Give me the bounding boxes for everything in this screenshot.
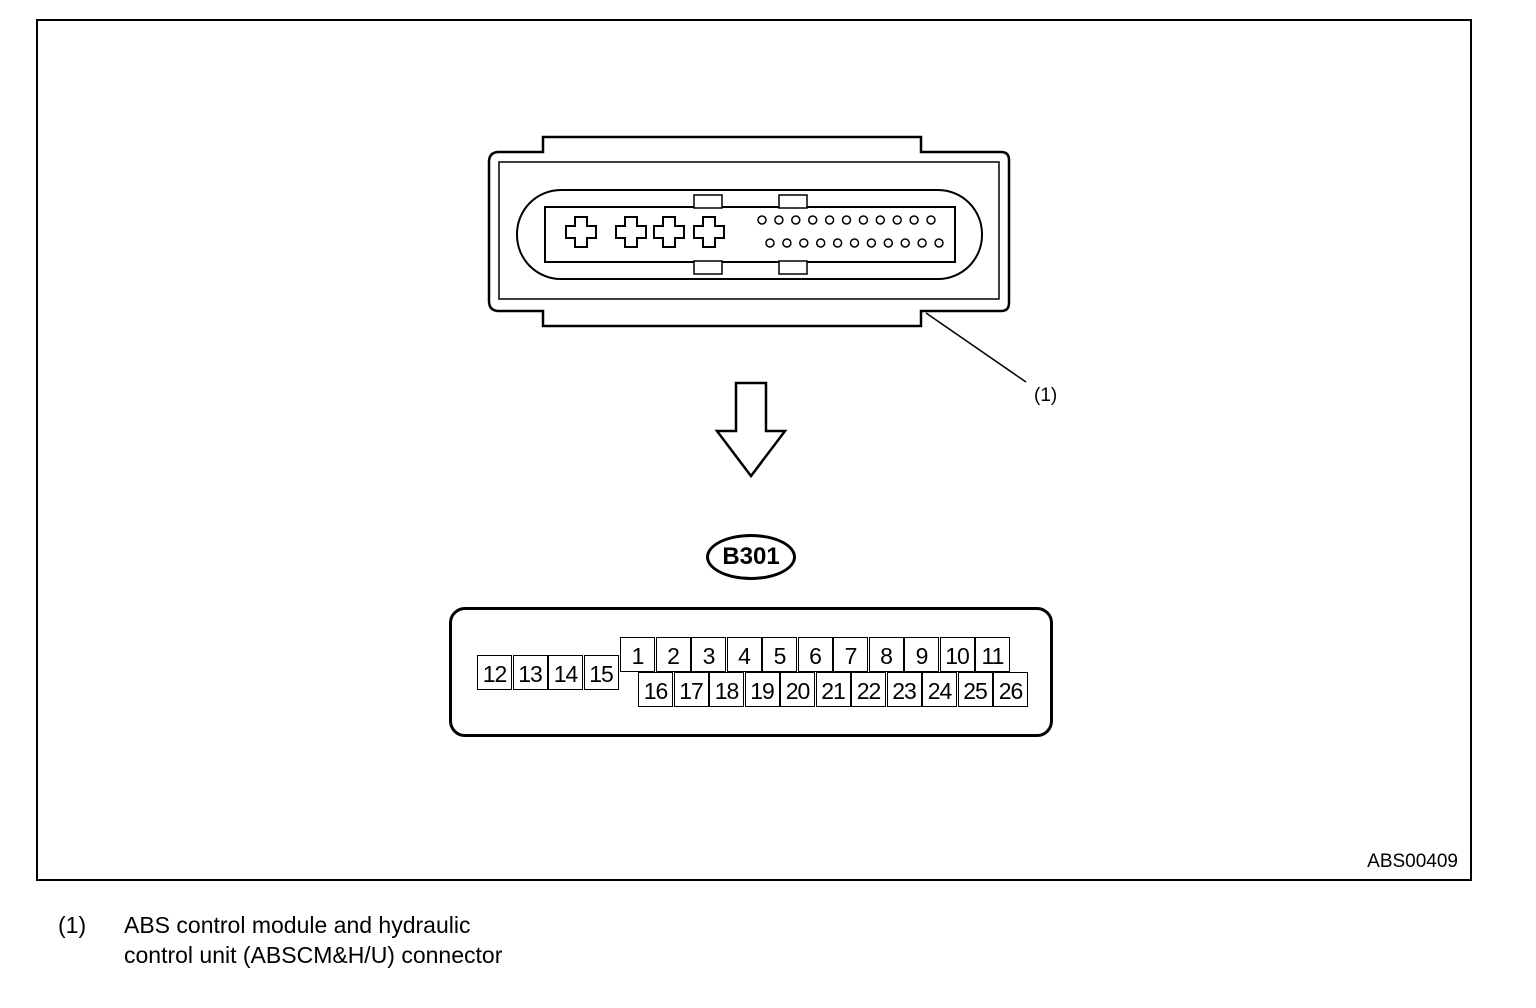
signal-pin	[858, 215, 869, 225]
latch-tab	[778, 194, 808, 209]
signal-pin	[832, 238, 843, 248]
connector-illustration	[487, 135, 1027, 479]
pin-cell: 22	[851, 672, 886, 707]
connector-pin-field	[544, 206, 956, 263]
signal-pin	[824, 215, 835, 225]
pin-cell: 11	[975, 637, 1010, 672]
signal-pin	[875, 215, 886, 225]
pin-cell: 10	[939, 637, 975, 672]
signal-pin	[917, 238, 927, 248]
signal-pin	[765, 238, 775, 248]
signal-pin	[934, 238, 944, 248]
connector-housing	[487, 135, 1011, 328]
pin-cell: 13	[512, 655, 548, 690]
signal-pin	[799, 238, 809, 248]
latch-tab	[693, 194, 723, 209]
latch-tab	[778, 260, 808, 275]
pin-cell: 20	[780, 672, 815, 707]
latch-tab	[693, 260, 723, 275]
pin-cell: 23	[886, 672, 922, 707]
signal-pin	[909, 215, 919, 225]
pin-cell: 18	[709, 672, 744, 707]
signal-pin	[841, 215, 852, 225]
power-terminal	[653, 216, 685, 248]
signal-pin	[815, 238, 826, 248]
view-direction-arrow	[714, 381, 788, 479]
signal-pin	[782, 238, 792, 248]
signal-pin	[892, 215, 902, 225]
pin-cell: 15	[583, 655, 619, 690]
signal-pin	[926, 215, 936, 225]
pin-cell: 7	[833, 637, 868, 672]
power-terminal	[693, 216, 725, 248]
pin-cell: 16	[638, 672, 673, 707]
figure-id: ABS00409	[1367, 851, 1458, 872]
power-terminal	[615, 216, 647, 248]
signal-pin	[883, 238, 894, 248]
pin-cell: 8	[868, 637, 904, 672]
signal-pin	[900, 238, 910, 248]
pin-cell: 19	[744, 672, 780, 707]
signal-pin	[807, 215, 818, 225]
pin-cell: 25	[957, 672, 993, 707]
signal-pin	[866, 238, 877, 248]
pin-cell: 21	[815, 672, 851, 707]
connector-inner-frame	[498, 161, 1000, 300]
pin-cell: 24	[922, 672, 957, 707]
callout-label: (1)	[1034, 385, 1058, 406]
connector-code-badge: B301	[706, 534, 796, 580]
pin-cell: 14	[548, 655, 583, 690]
pin-cell: 12	[477, 655, 512, 690]
pin-cell: 5	[762, 637, 797, 672]
callout-leader-line	[925, 312, 1027, 383]
connector-mating-face	[516, 189, 983, 280]
power-terminal	[565, 216, 597, 248]
signal-pin	[774, 215, 784, 225]
pin-cell: 4	[726, 637, 762, 672]
legend-description: ABS control module and hydraulic control…	[124, 912, 503, 968]
pin-cell: 26	[993, 672, 1028, 707]
signal-pin	[791, 215, 801, 225]
pin-cell: 9	[904, 637, 939, 672]
pin-cell: 17	[673, 672, 709, 707]
pin-cell: 3	[691, 637, 726, 672]
signal-pin	[849, 238, 860, 248]
pin-cell: 2	[655, 637, 691, 672]
signal-pin	[757, 215, 767, 225]
legend-number: (1)	[58, 912, 87, 938]
pin-cell: 1	[620, 637, 655, 672]
pin-cell: 6	[797, 637, 833, 672]
